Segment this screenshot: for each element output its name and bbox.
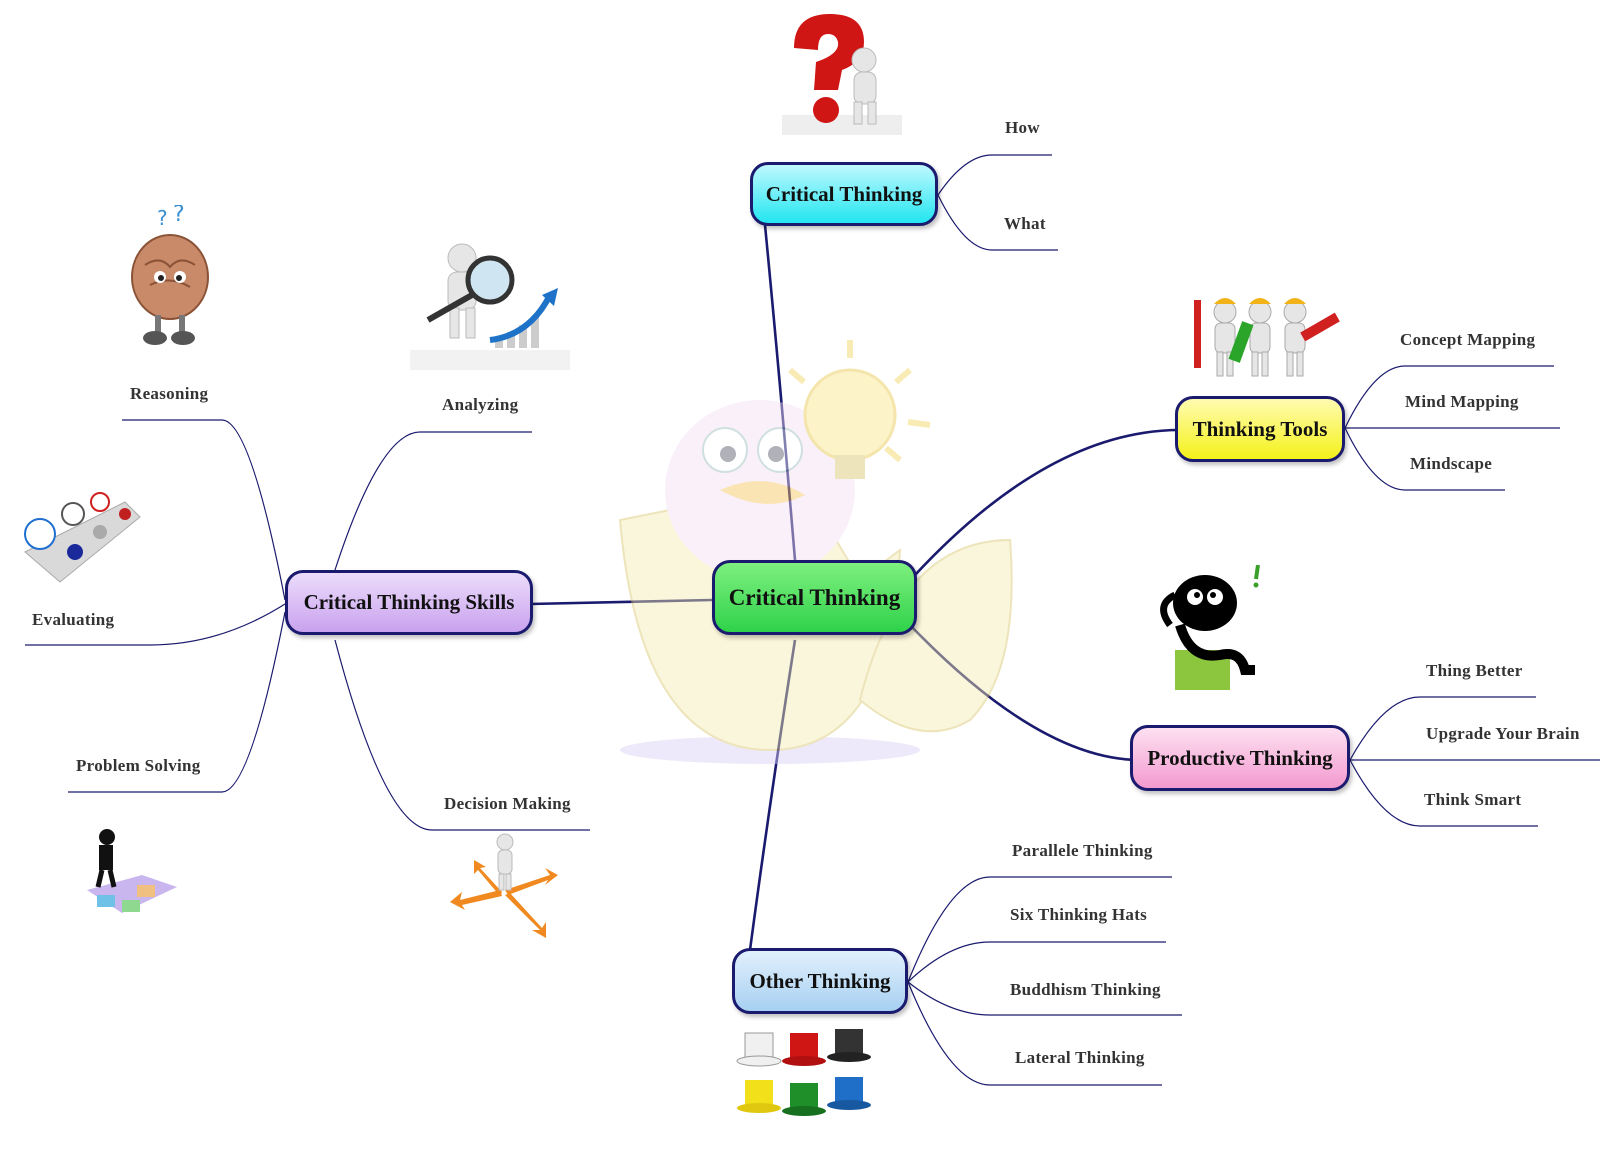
branch-center-other — [748, 639, 797, 951]
line-thing-better — [1349, 696, 1536, 761]
crossroads-arrows-icon — [450, 833, 558, 938]
question-mark-figure-icon — [782, 14, 902, 135]
line-evaluating — [25, 603, 286, 646]
line-decision-making — [334, 639, 590, 831]
leaf-analyzing[interactable]: Analyzing — [442, 395, 519, 414]
line-mindscape — [1344, 427, 1505, 491]
line-parallele — [907, 876, 1172, 983]
puzzle-figure-icon — [87, 829, 177, 913]
line-what — [937, 194, 1058, 251]
line-concept-mapping — [1344, 365, 1554, 429]
main-branches — [529, 224, 1181, 951]
topic-thinking-tools[interactable]: Thinking Tools — [1175, 396, 1345, 462]
leaf-lines — [25, 154, 1600, 1086]
branch-center-tools — [914, 428, 1181, 576]
line-analyzing — [334, 431, 532, 571]
line-reasoning — [122, 419, 286, 601]
leaf-thing-better[interactable]: Thing Better — [1426, 661, 1523, 680]
topic-productive-thinking[interactable]: Productive Thinking — [1130, 725, 1350, 791]
topic-critical-thinking[interactable]: Critical Thinking — [750, 162, 938, 226]
line-problem-solving — [68, 611, 286, 793]
svg-text:?: ? — [157, 206, 168, 230]
leaf-concept-mapping[interactable]: Concept Mapping — [1400, 330, 1536, 349]
leaf-reasoning[interactable]: Reasoning — [130, 384, 209, 403]
topic-productive-label: Productive Thinking — [1147, 745, 1333, 770]
branch-center-top — [763, 224, 797, 561]
workers-with-tools-icon — [1194, 298, 1340, 377]
smiley-buttons-icon — [24, 492, 141, 583]
line-how — [937, 154, 1052, 196]
leaf-problem-solving[interactable]: Problem Solving — [76, 756, 201, 775]
magnifier-chart-icon — [410, 243, 570, 370]
leaf-lateral-thinking[interactable]: Lateral Thinking — [1015, 1048, 1145, 1067]
leaf-mindscape[interactable]: Mindscape — [1410, 454, 1493, 473]
thinking-figure-icon — [1160, 565, 1260, 690]
branch-center-productive — [909, 624, 1141, 762]
line-six-hats — [907, 941, 1166, 983]
leaf-six-thinking-hats[interactable]: Six Thinking Hats — [1010, 905, 1148, 924]
six-hats-icon — [736, 1029, 871, 1116]
central-topic-label: Critical Thinking — [728, 584, 901, 610]
leaf-parallele-thinking[interactable]: Parallele Thinking — [1012, 841, 1153, 860]
brain-character-icon: ? ? — [131, 205, 209, 345]
branch-center-skills — [529, 598, 713, 606]
chick-in-egg-with-lightbulb-icon — [618, 340, 1013, 764]
leaf-evaluating[interactable]: Evaluating — [32, 610, 115, 629]
topic-other-label: Other Thinking — [749, 968, 891, 993]
leaf-upgrade-your-brain[interactable]: Upgrade Your Brain — [1426, 724, 1580, 743]
leaf-think-smart[interactable]: Think Smart — [1424, 790, 1522, 809]
leaf-buddhism-thinking[interactable]: Buddhism Thinking — [1010, 980, 1161, 999]
topic-critical-thinking-skills[interactable]: Critical Thinking Skills — [285, 570, 533, 635]
line-think-smart — [1349, 759, 1538, 827]
topic-tools-label: Thinking Tools — [1192, 416, 1328, 441]
topic-other-thinking[interactable]: Other Thinking — [732, 948, 908, 1014]
leaf-how[interactable]: How — [1005, 118, 1040, 137]
line-lateral — [907, 981, 1162, 1086]
leaf-what[interactable]: What — [1004, 214, 1046, 233]
topic-critical-thinking-label: Critical Thinking — [765, 181, 923, 206]
line-buddhism — [907, 981, 1182, 1016]
svg-text:?: ? — [173, 205, 185, 227]
leaf-decision-making[interactable]: Decision Making — [444, 794, 571, 813]
leaf-mind-mapping[interactable]: Mind Mapping — [1405, 392, 1519, 411]
topic-skills-label: Critical Thinking Skills — [303, 590, 515, 614]
central-topic[interactable]: Critical Thinking — [712, 560, 917, 635]
